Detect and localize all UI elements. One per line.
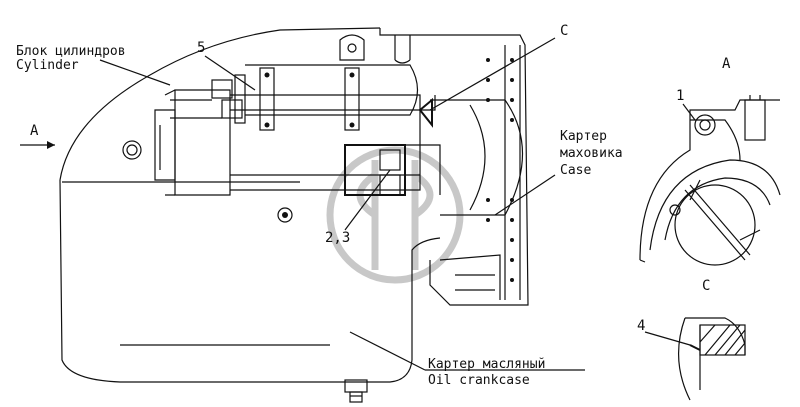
label-2-3: 2,3 xyxy=(325,230,350,246)
label-block-en: Cylinder xyxy=(16,58,79,73)
label-flywheel-en: Case xyxy=(560,163,591,178)
label-1: 1 xyxy=(676,88,684,104)
label-part-5: 5 xyxy=(197,40,256,91)
label-oil-crankcase: Картер масляный Oil crankcase xyxy=(349,331,585,388)
view-arrow-a: A xyxy=(20,123,55,149)
view-c-title: C xyxy=(702,278,710,294)
view-a-title: A xyxy=(722,56,731,72)
label-parts-2-3: 2,3 xyxy=(325,169,391,246)
label-flywheel-ru-2: маховика xyxy=(560,146,623,161)
label-oil-en: Oil crankcase xyxy=(428,373,530,388)
starter-motor xyxy=(154,64,441,196)
label-5: 5 xyxy=(197,40,205,56)
engine-block-outline xyxy=(59,27,441,383)
detail-section-c: C 4 xyxy=(637,278,746,401)
label-block-ru: Блок цилиндров xyxy=(16,44,126,59)
label-4: 4 xyxy=(637,318,645,334)
bolt-holes-column xyxy=(486,58,514,282)
label-cylinder-block: Блок цилиндров Cylinder xyxy=(16,44,171,86)
view-arrow-letter: A xyxy=(30,123,39,139)
label-c-top: C xyxy=(560,23,568,39)
flywheel-housing xyxy=(339,28,529,306)
label-section-c: C xyxy=(429,23,568,111)
label-flywheel-case: Картер маховика Case xyxy=(494,129,623,216)
flywheel-bell xyxy=(430,99,524,216)
detail-view-a: A 1 xyxy=(639,56,781,266)
label-oil-ru: Картер масляный xyxy=(428,357,545,372)
label-flywheel-ru-1: Картер xyxy=(560,129,607,144)
drain-plug xyxy=(344,379,368,403)
